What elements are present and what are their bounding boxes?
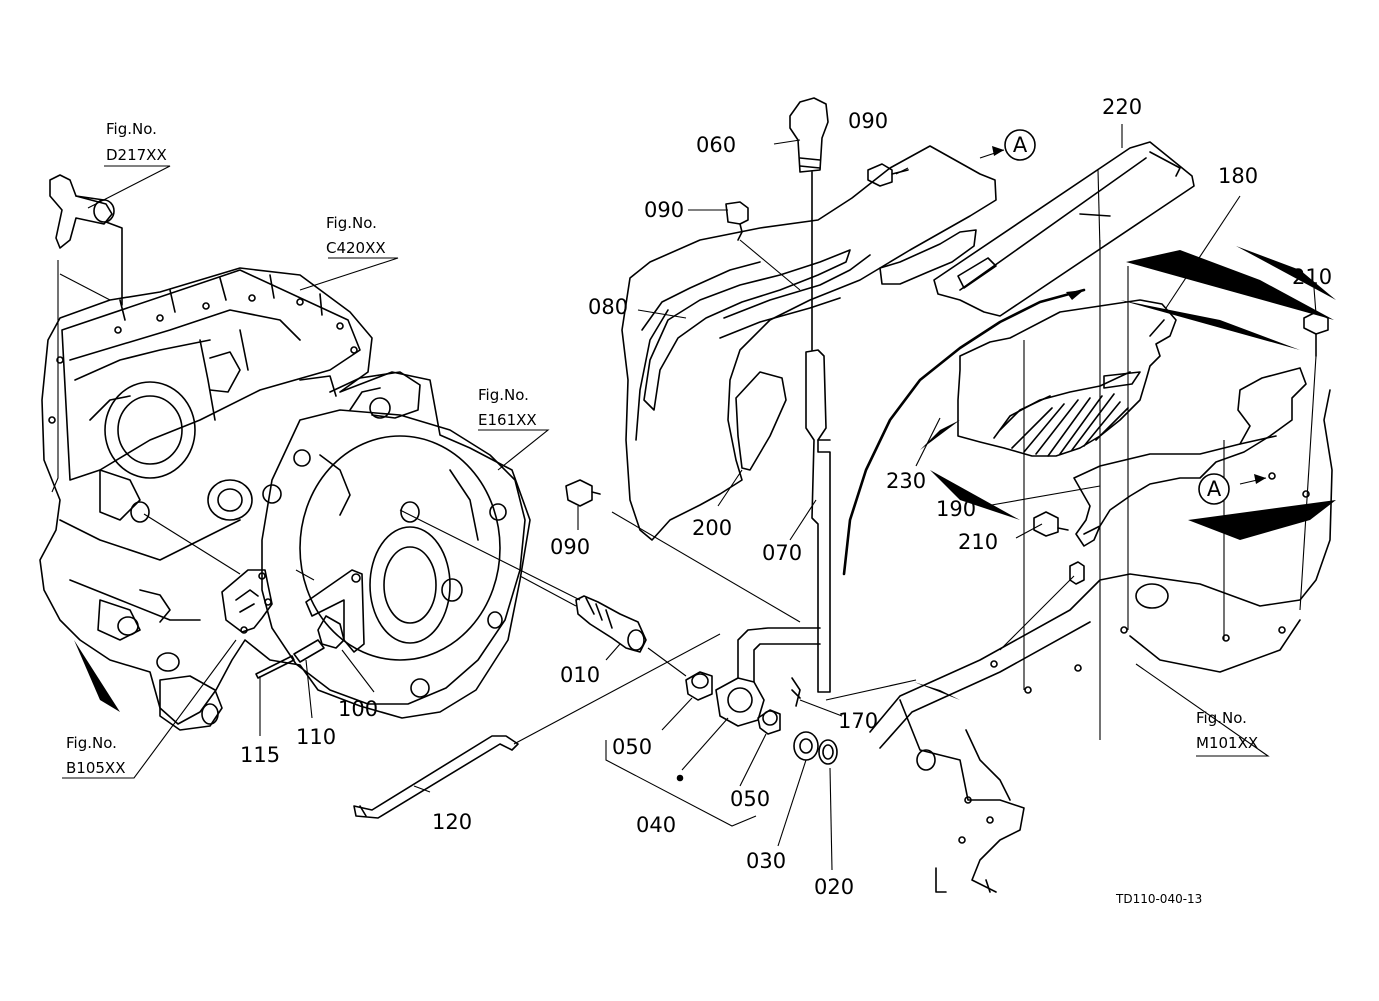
callout-a-right: A: [1198, 473, 1230, 505]
d217-lever-drawing: [49, 174, 123, 306]
fig-ref-m101-line1: Fig.No.: [1196, 709, 1247, 727]
arrowhead-a-right: [1254, 474, 1266, 484]
part-label-020: 020: [814, 875, 854, 899]
fig-ref-m101xx: Fig.No. M101XX: [1196, 709, 1258, 752]
fig-ref-e161-line1: Fig.No.: [478, 386, 529, 404]
part-label-110: 110: [296, 725, 336, 749]
part-label-090-bottom: 090: [550, 535, 590, 559]
part-label-040: 040: [636, 813, 676, 837]
part-label-080: 080: [588, 295, 628, 319]
part-label-050-b: 050: [730, 787, 770, 811]
part-label-170: 170: [838, 709, 878, 733]
arrowhead-a-top: [992, 146, 1004, 156]
fig-ref-c420-line2: C420XX: [326, 239, 386, 257]
callout-a-top: A: [1004, 129, 1036, 161]
part-label-230: 230: [886, 469, 926, 493]
part-label-010: 010: [560, 663, 600, 687]
fig-ref-c420-line1: Fig.No.: [326, 214, 377, 232]
part-label-115: 115: [240, 743, 280, 767]
linkage-rod-drawing: [353, 735, 519, 819]
fig-ref-d217-line2: D217XX: [106, 146, 167, 164]
part-label-120: 120: [432, 810, 472, 834]
part-label-180: 180: [1218, 164, 1258, 188]
svg-text:A: A: [1013, 133, 1028, 157]
fig-ref-b105-line1: Fig.No.: [66, 734, 117, 752]
transmission-case-drawing: [39, 267, 531, 731]
fig-ref-c420xx: Fig.No. C420XX: [326, 214, 386, 257]
hidden-frame-lines: [40, 240, 1336, 712]
fig-ref-m101-line2: M101XX: [1196, 734, 1258, 752]
part-label-210-mid: 210: [958, 530, 998, 554]
part-label-210-top: 210: [1292, 265, 1332, 289]
shaft-and-bushings-drawing: [575, 595, 838, 782]
part-label-090-top: 090: [848, 109, 888, 133]
svg-text:A: A: [1207, 477, 1222, 501]
spring-arrowhead: [1066, 290, 1084, 300]
lever-parts-drawing: [565, 97, 1195, 693]
part-label-070: 070: [762, 541, 802, 565]
fig-ref-b105xx: Fig.No. B105XX: [66, 734, 125, 777]
fig-ref-d217-line1: Fig.No.: [106, 120, 157, 138]
part-label-030: 030: [746, 849, 786, 873]
fig-ref-e161-line2: E161XX: [478, 411, 537, 429]
part-label-220: 220: [1102, 95, 1142, 119]
drawing-code: TD110-040-13: [1115, 892, 1202, 906]
part-label-200: 200: [692, 516, 732, 540]
fig-ref-d217xx: Fig.No. D217XX: [106, 120, 167, 164]
part-label-050-a: 050: [612, 735, 652, 759]
fig-ref-e161xx: Fig.No. E161XX: [478, 386, 537, 429]
part-label-100: 100: [338, 697, 378, 721]
part-label-090-left: 090: [644, 198, 684, 222]
part-label-190: 190: [936, 497, 976, 521]
right-panel-frame-drawing: [842, 288, 1333, 893]
part-label-060: 060: [696, 133, 736, 157]
fig-ref-b105-line2: B105XX: [66, 759, 125, 777]
shift-lever-bracket-drawing: [221, 569, 365, 679]
